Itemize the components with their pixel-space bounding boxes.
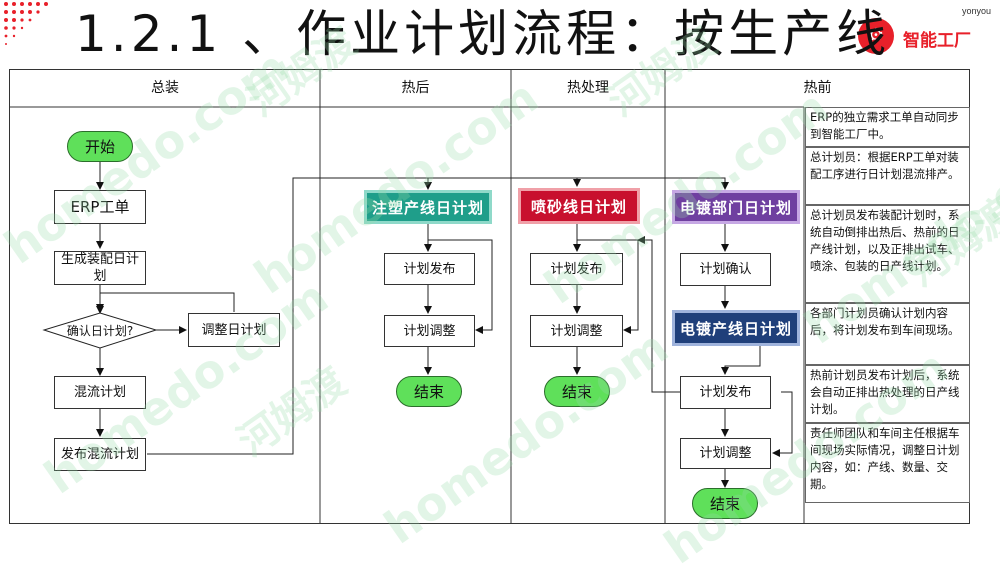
lane-header-post-heat: 热后 [401,80,430,96]
plating-dept-daily-plan[interactable]: 电镀部门日计划 [672,190,800,224]
corner-dots-decoration [4,2,48,45]
sandblast-end-node[interactable]: 结束 [544,376,610,407]
injection-line-daily-plan[interactable]: 注塑产线日计划 [364,190,492,224]
publish-mixed-plan-box[interactable]: 发布混流计划 [54,438,146,471]
injection-plan-adjust-box[interactable]: 计划调整 [384,315,475,347]
plating-end-node[interactable]: 结束 [692,488,758,519]
erp-order-box[interactable]: ERP工单 [54,190,146,224]
sandblast-plan-adjust-box[interactable]: 计划调整 [530,315,623,347]
plating-plan-publish-box[interactable]: 计划发布 [680,376,771,409]
mixed-flow-plan-box[interactable]: 混流计划 [54,376,146,409]
injection-plan-publish-box[interactable]: 计划发布 [384,253,475,285]
generate-assembly-plan-box[interactable]: 生成装配日计划 [54,251,146,285]
confirm-plan-decision[interactable]: 确认日计划? [66,324,134,338]
note-auto-backward-schedule: 总计划员发布装配计划时，系统自动倒排出热后、热前的日产线计划，以及正排出试车、喷… [805,205,970,303]
lane-header-pre-heat: 热前 [803,80,832,96]
logo-text: 智能工厂 [903,31,971,51]
note-adjust-daily-plan: 责任师团队和车间主任根据车间现场实际情况，调整日计划内容，如：产线、数量、交期。 [805,423,970,503]
sandblast-line-daily-plan[interactable]: 喷砂线日计划 [518,188,640,224]
note-erp-sync: ERP的独立需求工单自动同步到智能工厂中。 [805,107,970,147]
note-dept-publish: 各部门计划员确认计划内容后，将计划发布到车间现场。 [805,303,970,365]
plating-plan-adjust-box[interactable]: 计划调整 [680,438,771,469]
page-title: 1.2.1 、作业计划流程：按生产线 [75,5,891,63]
factory-logo-icon: ⚙ [858,18,894,54]
sandblast-plan-publish-box[interactable]: 计划发布 [530,253,623,285]
lane-header-assembly: 总装 [151,80,179,96]
injection-end-node[interactable]: 结束 [396,376,462,407]
confirm-decision-diamond [42,312,158,349]
note-preheat-auto-schedule: 热前计划员发布计划后，系统会自动正排出热处理的日产线计划。 [805,365,970,423]
start-node[interactable]: 开始 [67,131,133,162]
plating-line-daily-plan[interactable]: 电镀产线日计划 [672,310,800,346]
logo-subtext: yonyou [962,6,992,16]
note-master-planner-schedule: 总计划员：根据ERP工单对装配工序进行日计划混流排产。 [805,147,970,205]
lane-header-heat-treatment: 热处理 [567,80,609,96]
adjust-daily-plan-box[interactable]: 调整日计划 [188,313,280,347]
plan-confirm-box[interactable]: 计划确认 [680,253,771,286]
